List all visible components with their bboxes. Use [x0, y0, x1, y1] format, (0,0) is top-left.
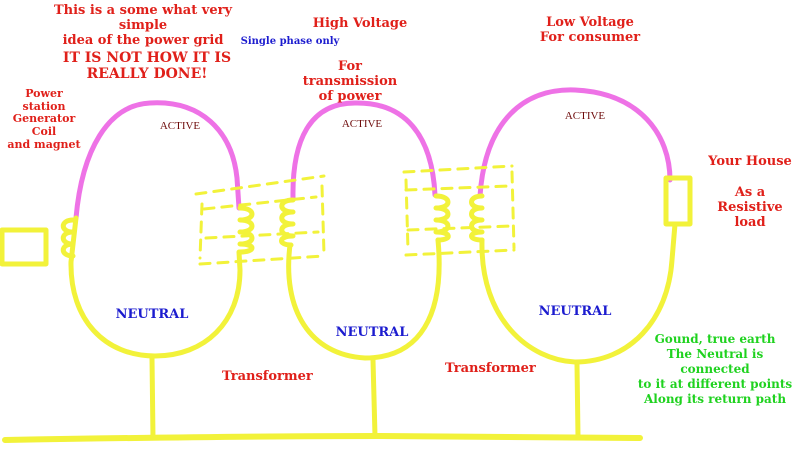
transformer-label-1: Transformer — [222, 369, 313, 384]
high-voltage-label: High Voltage — [312, 16, 408, 31]
generator-magnet — [0, 227, 49, 267]
your-house-label: Your House — [708, 154, 792, 169]
single-phase-note: Single phase only — [240, 36, 340, 47]
resistive-load-label: As a Resistive load — [717, 185, 783, 230]
transformer-1-core — [194, 174, 326, 266]
neutral-wire-loop-3 — [479, 221, 678, 365]
transformer-label-2: Transformer — [445, 361, 536, 376]
low-voltage-label: Low Voltage For consumer — [539, 15, 641, 45]
transformer-2-primary — [433, 193, 451, 243]
ground-line — [2, 433, 643, 443]
house-load — [663, 175, 693, 227]
transformer-1-secondary — [279, 197, 296, 248]
ground-note: Gound, true earth The Neutral is connect… — [637, 332, 793, 406]
generator-coil — [60, 217, 76, 259]
neutral-wire-loop-2 — [286, 237, 442, 361]
warning-text: IT IS NOT HOW IT IS REALLY DONE! — [62, 50, 232, 83]
active-wire-loop-3 — [477, 87, 673, 199]
active-label-1: ACTIVE — [159, 120, 201, 132]
ground-drop-2 — [370, 357, 378, 439]
transformer-2-secondary — [469, 193, 485, 243]
transformer-2-core — [402, 164, 516, 257]
transmission-label: For transmission of power — [302, 59, 398, 104]
active-wire-loop-2 — [290, 100, 438, 201]
ground-drop-3 — [574, 361, 581, 440]
neutral-label-2: NEUTRAL — [335, 325, 409, 340]
active-wire-loop-1 — [73, 100, 242, 221]
ground-drop-1 — [149, 355, 156, 441]
active-label-3: ACTIVE — [564, 110, 606, 122]
transformer-1-primary — [237, 205, 255, 255]
neutral-label-3: NEUTRAL — [538, 304, 612, 319]
intro-text: This is a some what very simple idea of … — [53, 3, 232, 48]
active-label-2: ACTIVE — [341, 118, 383, 130]
neutral-wire-loop-1 — [68, 215, 243, 359]
power-station-label: Power station Generator Coil and magnet — [7, 87, 81, 151]
neutral-label-1: NEUTRAL — [115, 307, 189, 322]
